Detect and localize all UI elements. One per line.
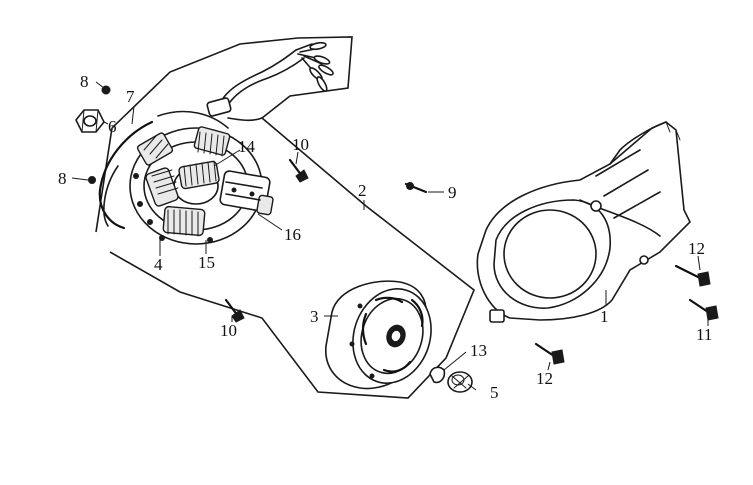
- bolt-10-top: [288, 158, 309, 183]
- callout-12-bottom: 12: [536, 369, 553, 388]
- callout-14: 14: [238, 137, 256, 156]
- callout-13: 13: [470, 341, 487, 360]
- callout-11: 11: [696, 325, 712, 344]
- callout-2: 2: [358, 181, 367, 200]
- flywheel-nut: [75, 109, 105, 133]
- stator-base-plate: [98, 110, 229, 230]
- key-13: [429, 366, 446, 384]
- callout-5: 5: [490, 383, 499, 402]
- callout-1: 1: [600, 307, 609, 326]
- bolt-12-right: [674, 264, 711, 287]
- plug-5: [447, 371, 473, 393]
- side-cover: [476, 121, 691, 323]
- callout-labels: 8 6 7 8 10 14 16 15 4 2 9 10 3 13 5 1 12…: [58, 72, 712, 402]
- callout-15: 15: [198, 253, 215, 272]
- screw-8-left: [88, 176, 96, 184]
- bolt-10-bottom: [224, 298, 245, 323]
- flywheel-rotor: [325, 280, 432, 390]
- callout-10-top: 10: [292, 135, 309, 154]
- callout-7: 7: [126, 87, 135, 106]
- wire-harness: [206, 41, 334, 122]
- callout-9: 9: [448, 183, 457, 202]
- callout-8-left: 8: [58, 169, 67, 188]
- callout-16: 16: [284, 225, 301, 244]
- screw-9: [404, 182, 428, 194]
- callout-3: 3: [310, 307, 319, 326]
- bolt-12-bottom: [534, 342, 565, 365]
- callout-10-bottom: 10: [220, 321, 237, 340]
- callout-12-right: 12: [688, 239, 705, 258]
- callout-4: 4: [154, 255, 163, 274]
- assembly-group-outline: [95, 36, 475, 399]
- callout-6: 6: [108, 117, 117, 136]
- bolt-11: [688, 298, 719, 321]
- leader-lines: [71, 81, 709, 391]
- callout-8-top: 8: [80, 72, 89, 91]
